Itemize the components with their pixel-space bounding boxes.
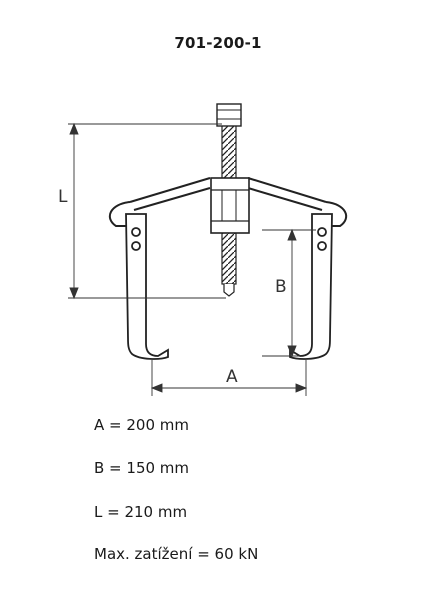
- left-jaw: [125, 213, 169, 360]
- dimension-l-label: L: [58, 187, 68, 207]
- dimension-a: [150, 360, 308, 396]
- crossbar-yoke: [108, 177, 348, 227]
- dimension-a-label: A: [226, 367, 238, 387]
- puller-technical-drawing: L B A: [58, 103, 348, 396]
- right-jaw: [289, 213, 333, 360]
- dimension-l: [68, 122, 226, 300]
- spec-max-load: Max. zatížení = 60 kN: [94, 545, 259, 563]
- dimension-b: [262, 228, 316, 358]
- product-code-title: 701-200-1: [174, 34, 262, 52]
- hex-nut-head: [216, 103, 242, 127]
- spec-l-value: L = 210 mm: [94, 503, 188, 521]
- spec-a-value: A = 200 mm: [94, 416, 189, 434]
- spec-b-value: B = 150 mm: [94, 459, 190, 477]
- dimension-b-label: B: [275, 277, 287, 297]
- center-body: [210, 177, 250, 234]
